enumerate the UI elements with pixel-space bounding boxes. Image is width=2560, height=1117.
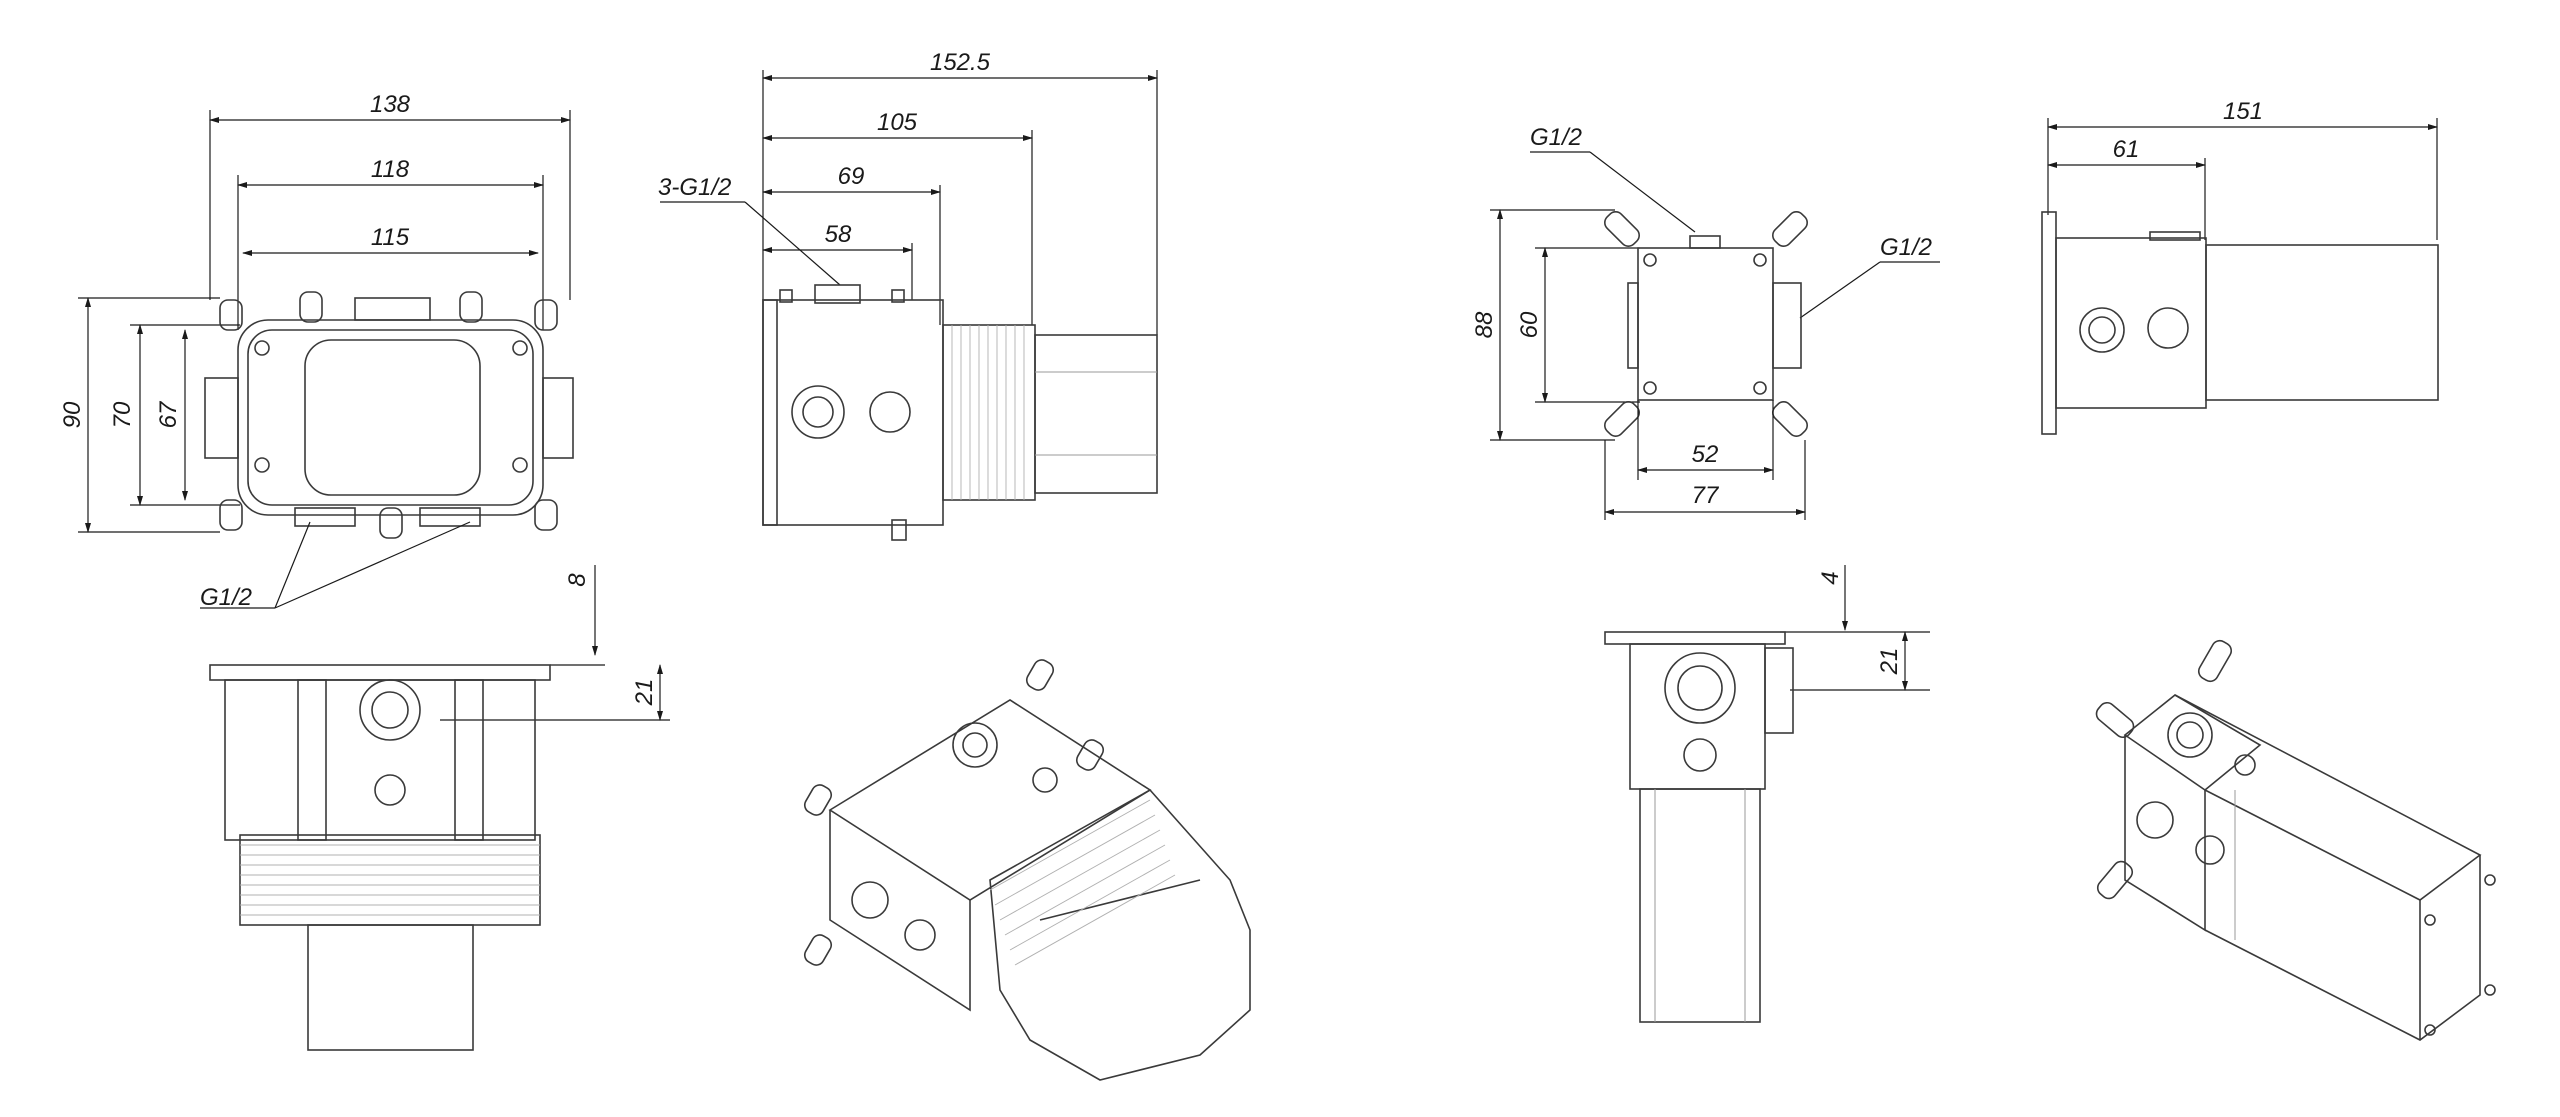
dim-151: 151 <box>2223 98 2263 125</box>
thread-label-g12: G1/2 <box>200 584 252 611</box>
dim-4: 4 <box>1817 571 1844 584</box>
dim-90: 90 <box>59 401 86 428</box>
dim-8: 8 <box>564 573 591 587</box>
thread-hatching <box>951 325 1025 500</box>
mixer-side-view: 152.5 105 69 58 3-G1/2 <box>658 49 1158 541</box>
dim-115: 115 <box>371 224 410 251</box>
mixer-front-view: 138 118 115 90 70 67 <box>59 91 574 611</box>
spout-side-view: 151 61 <box>2041 98 2439 435</box>
iso-thread-hatching <box>989 799 1176 966</box>
dim-60: 60 <box>1516 311 1543 338</box>
dim-69: 69 <box>838 163 865 190</box>
dim-67: 67 <box>155 400 182 428</box>
dim-70: 70 <box>109 401 136 428</box>
thread-label-top: G1/2 <box>1530 124 1582 151</box>
dim-138: 138 <box>370 91 411 118</box>
spout-top-view: 4 21 <box>1604 565 1930 1023</box>
dim-61: 61 <box>2113 136 2140 163</box>
dim-118: 118 <box>371 156 410 183</box>
mixer-isometric-view <box>803 659 1251 1081</box>
dim-77: 77 <box>1692 482 1720 509</box>
thread-hatching-top <box>240 844 540 916</box>
dim-105: 105 <box>877 109 918 136</box>
dim-58: 58 <box>825 221 852 248</box>
dim-21-spout: 21 <box>1876 648 1903 676</box>
mixer-top-view: 8 21 <box>209 565 670 1051</box>
spout-isometric-view <box>2095 639 2496 1041</box>
thread-label-right: G1/2 <box>1880 234 1932 261</box>
dim-52: 52 <box>1692 441 1719 468</box>
dim-88: 88 <box>1471 311 1498 338</box>
spout-front-view: G1/2 G1/2 88 60 52 77 <box>1471 124 1940 520</box>
dim-21-top: 21 <box>631 679 658 707</box>
thread-label-3-g12: 3-G1/2 <box>658 174 731 201</box>
dim-152-5: 152.5 <box>930 49 991 76</box>
